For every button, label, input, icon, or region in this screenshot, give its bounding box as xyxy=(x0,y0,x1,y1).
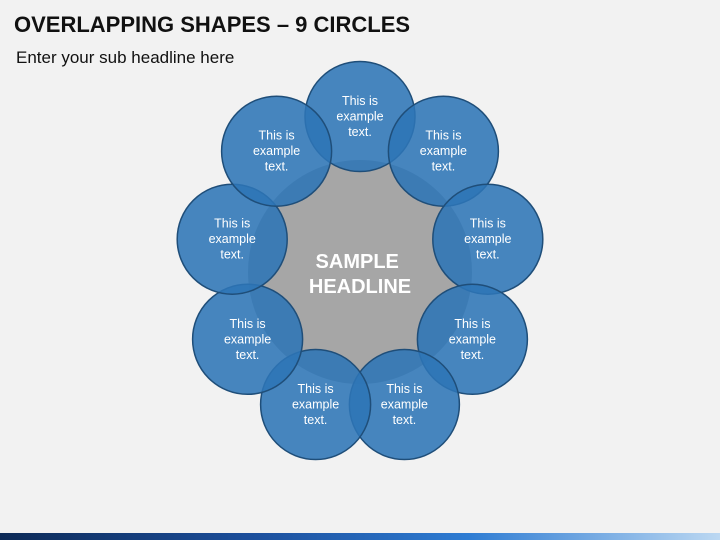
outer-circle-text-line: example xyxy=(464,232,511,246)
slide-subtitle: Enter your sub headline here xyxy=(16,48,235,67)
outer-circle-text-line: This is xyxy=(298,382,334,396)
center-circle xyxy=(248,160,472,384)
outer-circle-text-line: This is xyxy=(214,217,250,231)
outer-circle-text-line: This is xyxy=(454,317,490,331)
outer-circle-shape xyxy=(220,95,333,207)
outer-circle-text-line: This is xyxy=(342,94,378,108)
outer-circle-text-line: text. xyxy=(461,348,485,362)
outer-circle-text-line: example xyxy=(381,398,428,412)
outer-circle-text-line: This is xyxy=(386,382,422,396)
footer-accent-bar xyxy=(0,533,720,540)
outer-circle-text-line: example xyxy=(449,332,496,346)
outer-circle-text-line: text. xyxy=(265,160,289,174)
outer-circle-text-line: text. xyxy=(304,413,328,427)
outer-circle-text-line: text. xyxy=(220,248,244,262)
outer-circle-text-line: example xyxy=(253,144,300,158)
outer-circle-text-line: text. xyxy=(236,348,260,362)
center-headline-line-2: HEADLINE xyxy=(309,276,411,298)
outer-circle-text-line: text. xyxy=(348,125,372,139)
center-shape: SAMPLE HEADLINE xyxy=(248,160,472,384)
outer-circle-text-line: This is xyxy=(470,217,506,231)
outer-circle-text-line: This is xyxy=(230,317,266,331)
outer-circle-text-line: text. xyxy=(393,413,417,427)
outer-circle-text-line: example xyxy=(209,232,256,246)
outer-circle-text-line: example xyxy=(420,144,467,158)
outer-circle-text-line: This is xyxy=(425,129,461,143)
outer-circle-text-line: This is xyxy=(259,129,295,143)
outer-circle-text-line: example xyxy=(336,110,383,124)
outer-circle-text-line: text. xyxy=(476,248,500,262)
slide-title: OVERLAPPING SHAPES – 9 CIRCLES xyxy=(14,12,411,37)
outer-circle-text-line: text. xyxy=(432,160,456,174)
outer-circle-text-line: example xyxy=(292,398,339,412)
svg-text:SAMPLE HEADLINE: SAMPLE HEADLINE xyxy=(309,251,411,298)
outer-circle-text-line: example xyxy=(224,332,271,346)
center-headline-line-1: SAMPLE xyxy=(316,251,399,273)
